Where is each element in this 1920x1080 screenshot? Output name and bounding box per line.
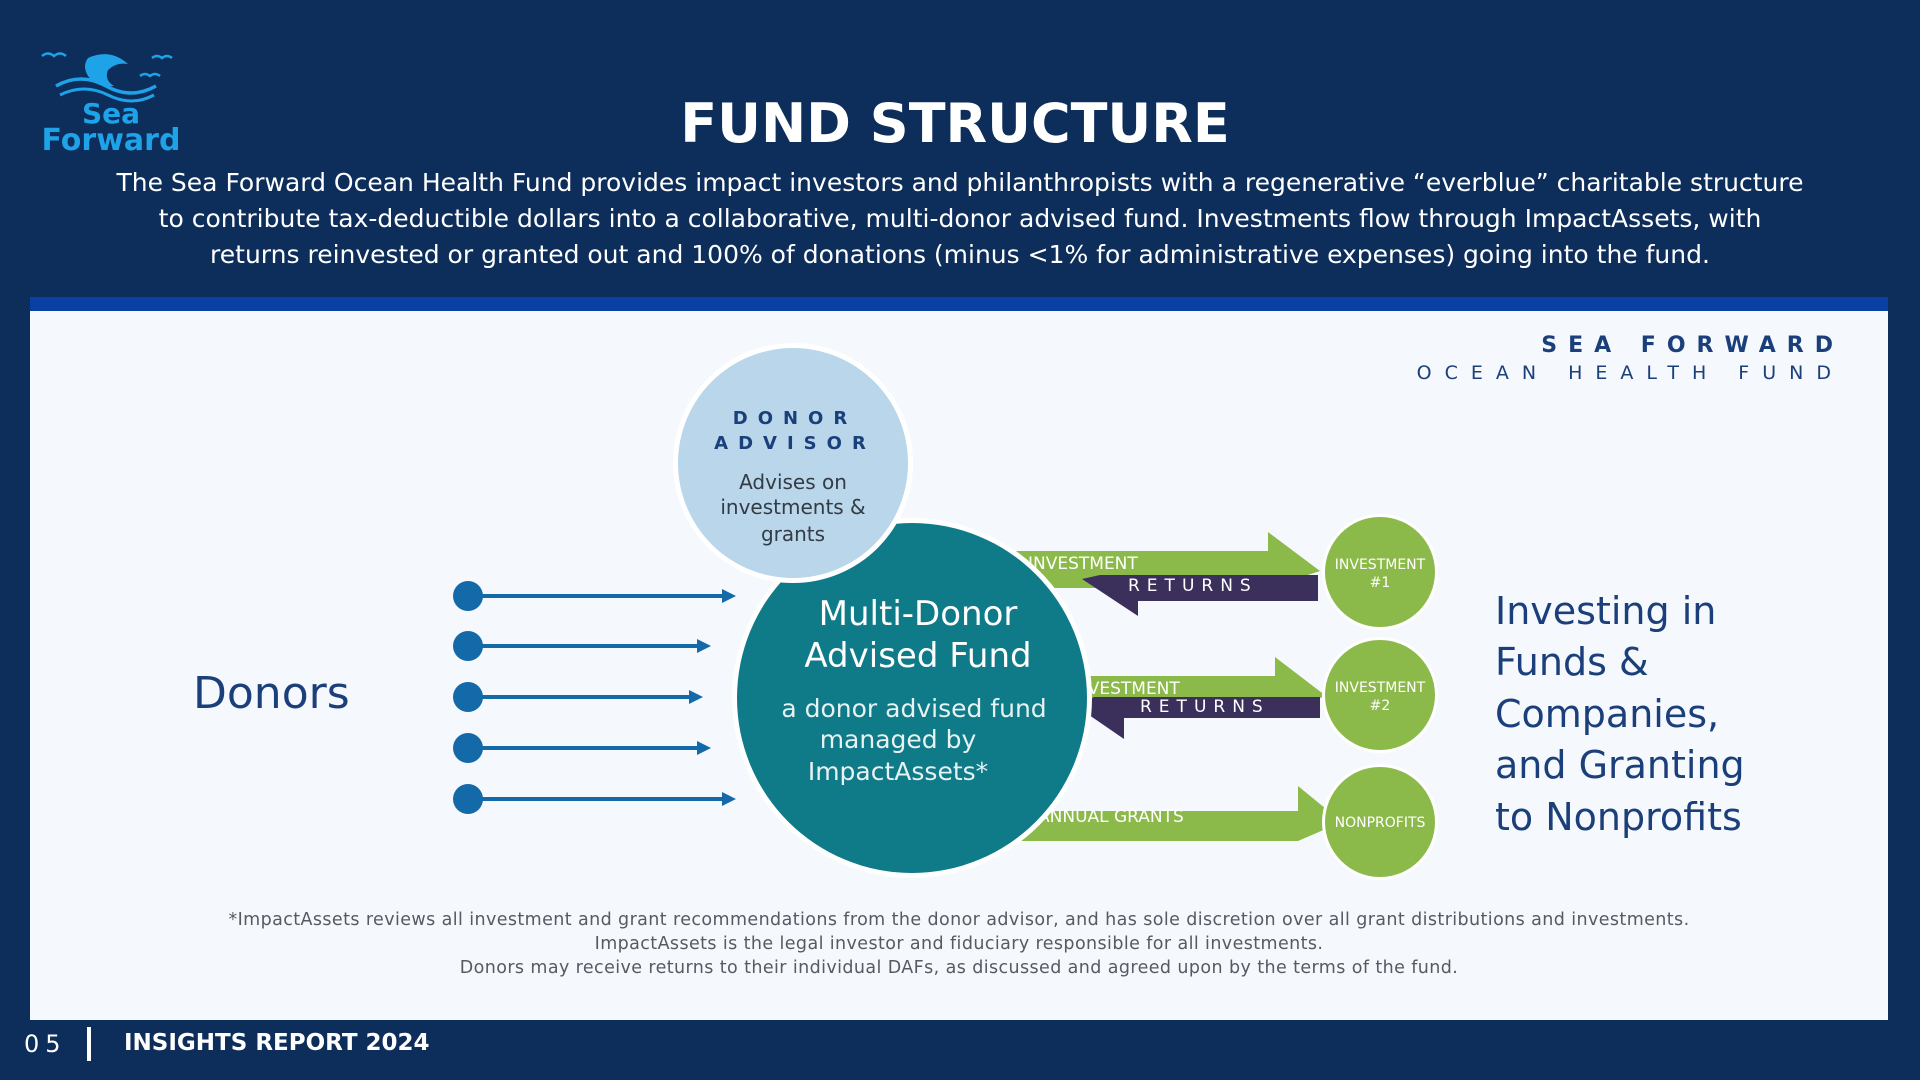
report-title: INSIGHTS REPORT 2024 bbox=[124, 1030, 430, 1056]
fund-title-line1: Multi-Donor bbox=[819, 594, 1018, 634]
footnote-1: *ImpactAssets reviews all investment and… bbox=[228, 910, 1690, 930]
outcome-line4: and Granting bbox=[1495, 743, 1745, 787]
fund-title-line2: Advised Fund bbox=[804, 636, 1031, 676]
brand-line-1: SEA FORWARD bbox=[1541, 333, 1844, 358]
page-footer: 05 INSIGHTS REPORT 2024 bbox=[0, 1022, 1920, 1080]
investment-2-circle: INVESTMENT #2 bbox=[1322, 637, 1438, 753]
donor-dot-5 bbox=[453, 784, 483, 814]
footer-divider bbox=[87, 1027, 91, 1061]
intro-paragraph: The Sea Forward Ocean Health Fund provid… bbox=[116, 168, 1804, 269]
advisor-desc-line1: Advises on bbox=[739, 470, 847, 494]
fund-structure-diagram: INVESTMENT RETURNS INVESTMENT RETURNS AN… bbox=[30, 311, 1888, 1020]
flow-returns-2: RETURNS bbox=[1076, 697, 1320, 739]
nonprofits-circle: NONPROFITS bbox=[1322, 764, 1438, 880]
returns-label-2: RETURNS bbox=[1140, 697, 1270, 717]
outcome-line3: Companies, bbox=[1495, 692, 1719, 736]
footnote-3: Donors may receive returns to their indi… bbox=[459, 958, 1459, 978]
investment-1-line2: #1 bbox=[1370, 575, 1391, 591]
donor-arrow-4 bbox=[453, 733, 711, 763]
logo-word-sea: Sea bbox=[81, 97, 141, 130]
donor-dot-4 bbox=[453, 733, 483, 763]
dolphin-wave-icon bbox=[41, 52, 173, 103]
footnotes: *ImpactAssets reviews all investment and… bbox=[30, 908, 1888, 980]
flow-returns-1: RETURNS bbox=[1082, 575, 1318, 616]
flow-annual-grants: ANNUAL GRANTS bbox=[1010, 786, 1342, 841]
donor-arrow-1 bbox=[453, 581, 736, 611]
outcome-line2: Funds & bbox=[1495, 640, 1649, 684]
investment-label-1: INVESTMENT bbox=[1028, 554, 1138, 574]
donors-label: Donors bbox=[193, 668, 350, 719]
investment-2-line1: INVESTMENT bbox=[1335, 680, 1426, 696]
advisor-desc-line2: investments & bbox=[720, 495, 865, 519]
nonprofits-label: NONPROFITS bbox=[1335, 815, 1426, 831]
footnote-2: ImpactAssets is the legal investor and f… bbox=[594, 934, 1324, 954]
fund-desc-line1: a donor advised fund bbox=[781, 694, 1046, 723]
donor-dot-1 bbox=[453, 581, 483, 611]
outcome-line5: to Nonprofits bbox=[1495, 795, 1742, 839]
fund-desc-line2: managed by bbox=[820, 725, 977, 754]
fund-brand-wordmark: SEA FORWARD OCEAN HEALTH FUND bbox=[1417, 333, 1844, 384]
donor-arrow-3 bbox=[453, 682, 703, 712]
outcome-text: Investing in Funds & Companies, and Gran… bbox=[1495, 589, 1745, 839]
flow-investment-1: INVESTMENT bbox=[992, 532, 1320, 588]
page-number: 05 bbox=[24, 1030, 67, 1058]
donor-arrow-2 bbox=[453, 631, 711, 661]
donor-arrow-5 bbox=[453, 784, 736, 814]
returns-label-1: RETURNS bbox=[1128, 576, 1258, 596]
donor-advisor-circle: DONOR ADVISOR Advises on investments & g… bbox=[673, 343, 913, 583]
fund-desc-line3: ImpactAssets* bbox=[808, 757, 988, 786]
investment-1-line1: INVESTMENT bbox=[1335, 557, 1426, 573]
diagram-canvas: INVESTMENT RETURNS INVESTMENT RETURNS AN… bbox=[193, 343, 1745, 880]
sea-forward-logo: Sea Forward bbox=[36, 46, 186, 156]
investment-2-line2: #2 bbox=[1370, 698, 1391, 714]
investment-1-circle: INVESTMENT #1 bbox=[1322, 514, 1438, 630]
donor-arrows bbox=[453, 581, 736, 814]
page-title: FUND STRUCTURE bbox=[680, 92, 1230, 155]
advisor-title-line2: ADVISOR bbox=[714, 433, 876, 454]
outcome-line1: Investing in bbox=[1495, 589, 1716, 633]
logo-word-forward: Forward bbox=[41, 123, 181, 158]
multi-donor-fund-circle: Multi-Donor Advised Fund a donor advised… bbox=[732, 518, 1092, 878]
investment-label-2: INVESTMENT bbox=[1070, 679, 1180, 699]
advisor-desc-line3: grants bbox=[761, 522, 825, 546]
brand-line-2: OCEAN HEALTH FUND bbox=[1416, 362, 1844, 384]
annual-grants-label: ANNUAL GRANTS bbox=[1038, 807, 1184, 827]
panel-top-bar bbox=[30, 297, 1888, 311]
donor-dot-3 bbox=[453, 682, 483, 712]
donor-dot-2 bbox=[453, 631, 483, 661]
advisor-title-line1: DONOR bbox=[733, 408, 857, 429]
